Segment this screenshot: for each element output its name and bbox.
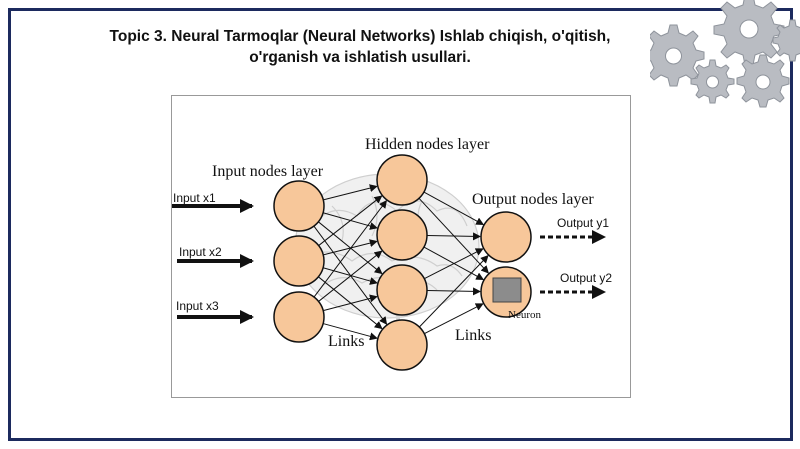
diagram-canvas: Input nodes layer Hidden nodes layer Out… (172, 136, 612, 371)
hidden-layer-label: Hidden nodes layer (365, 136, 490, 153)
input-label-x1: Input x1 (173, 191, 216, 205)
hidden-node-4 (376, 319, 428, 371)
nodes-group (273, 154, 532, 371)
link-hidden1-output1 (423, 191, 485, 225)
output-label-y2: Output y2 (560, 271, 612, 285)
gears-decoration-icon (650, 0, 800, 108)
neural-network-diagram: Input nodes layer Hidden nodes layer Out… (171, 95, 631, 398)
slide-title: Topic 3. Neural Tarmoqlar (Neural Networ… (60, 26, 660, 68)
links-label-right: Links (455, 327, 491, 344)
link-input3-hidden3 (323, 294, 378, 312)
slide-title-line1: Topic 3. Neural Tarmoqlar (Neural Networ… (109, 28, 611, 45)
output-arrows (540, 230, 606, 299)
hidden-node-3 (376, 264, 428, 316)
link-input2-hidden4 (318, 276, 383, 330)
output-label-y1: Output y1 (557, 216, 609, 230)
link-hidden2-output1 (426, 232, 482, 241)
neuron-label: Neuron (508, 309, 541, 321)
hidden-node-2 (376, 209, 428, 261)
input-node-3 (273, 291, 325, 343)
input-layer-label: Input nodes layer (212, 163, 324, 180)
link-hidden4-output1 (418, 255, 489, 328)
input-arrows (172, 199, 254, 324)
input-label-x2: Input x2 (179, 245, 222, 259)
link-input2-hidden1 (318, 195, 383, 246)
slide-title-line2: o'rganish va ishlatish usullari. (249, 49, 471, 66)
link-input2-hidden3 (322, 267, 378, 285)
hidden-node-1 (376, 154, 428, 206)
link-input3-hidden1 (313, 199, 387, 298)
links-group (313, 184, 489, 341)
link-input1-hidden1 (323, 184, 378, 201)
input-node-1 (273, 180, 325, 232)
link-input3-hidden4 (322, 323, 378, 341)
input-node-2 (273, 235, 325, 287)
link-input2-hidden2 (323, 239, 378, 256)
output-node-1 (480, 211, 532, 263)
links-label-left: Links (328, 333, 364, 350)
link-hidden4-output2 (424, 303, 484, 335)
output-layer-label: Output nodes layer (472, 191, 594, 208)
neuron-square-icon (492, 277, 522, 303)
link-input3-hidden2 (318, 250, 383, 302)
input-label-x3: Input x3 (176, 299, 219, 313)
link-hidden3-output1 (424, 248, 484, 280)
